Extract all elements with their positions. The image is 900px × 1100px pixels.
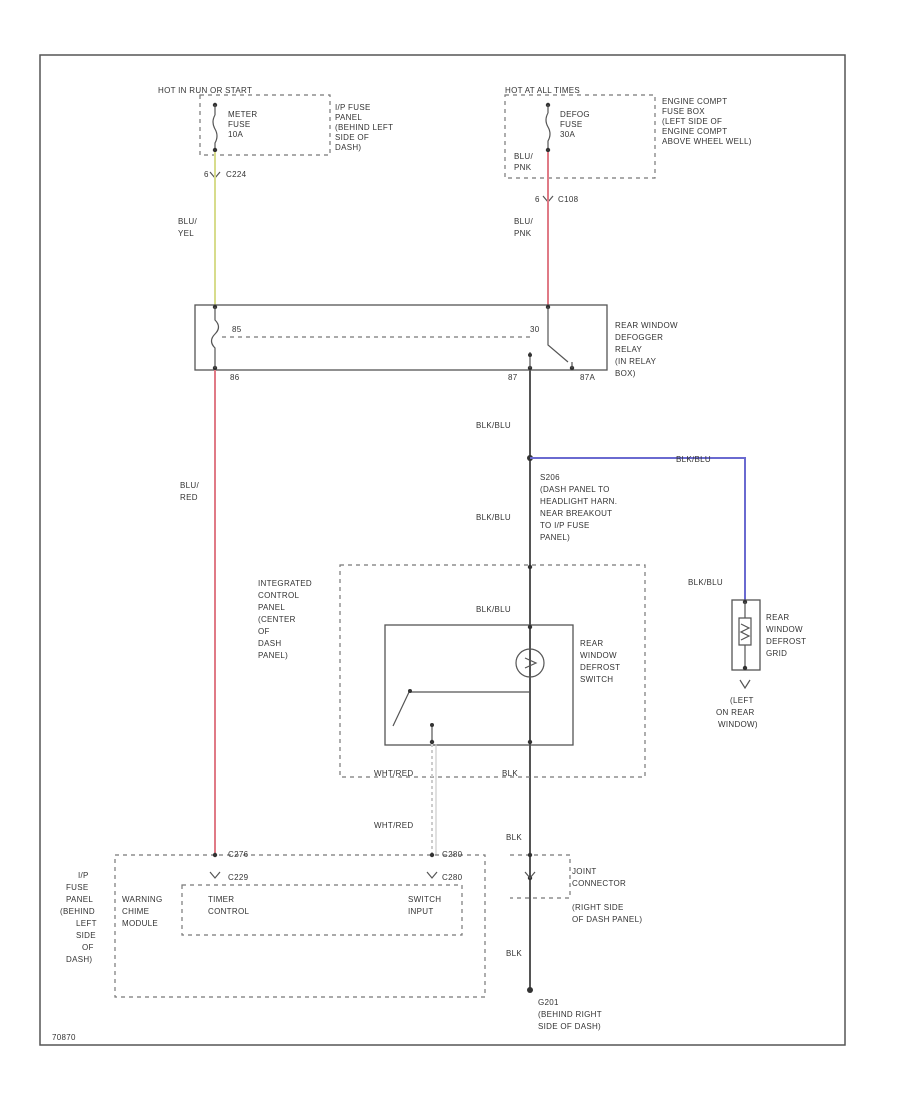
relay-name: REAR WINDOW DEFOGGER RELAY (IN RELAY BOX…	[615, 321, 680, 378]
blk-label-1: BLK	[502, 769, 518, 778]
relay-pin-30: 30	[530, 325, 540, 334]
splice-s206-label: S206 (DASH PANEL TO HEADLIGHT HARN. NEAR…	[540, 473, 620, 542]
blu-pnk-label-top: BLU/ PNK	[514, 152, 536, 172]
wht-red-label-2: WHT/RED	[374, 821, 413, 830]
ground-g201-label: G201 (BEHIND RIGHT SIDE OF DASH)	[538, 998, 604, 1031]
blk-blu-label-2: BLK/BLU	[676, 455, 711, 464]
hot-all-times-label: HOT AT ALL TIMES	[505, 86, 580, 95]
blk-blu-label-1: BLK/BLU	[476, 421, 511, 430]
defrost-grid-label: REAR WINDOW DEFROST GRID	[766, 613, 809, 658]
pin-6-right: 6	[535, 195, 540, 204]
engine-fuse-box-location: ENGINE COMPT FUSE BOX (LEFT SIDE OF ENGI…	[662, 97, 752, 146]
hot-run-start-label: HOT IN RUN OR START	[158, 86, 252, 95]
integrated-control-panel-border	[339, 564, 646, 778]
ip-fuse-panel-location-2: I/P FUSE PANEL (BEHIND LEFT SIDE OF DASH…	[60, 871, 99, 964]
defrost-switch-label: REAR WINDOW DEFROST SWITCH	[580, 639, 623, 684]
relay-pin-86: 86	[230, 373, 240, 382]
relay-pin-87a: 87A	[580, 373, 595, 382]
defogger-relay: 85 30 86 87 87A REAR WINDOW DEFOGGER REL…	[194, 304, 680, 382]
connector-c108: C108	[558, 195, 579, 204]
timer-control-label: TIMER CONTROL	[208, 895, 249, 916]
blk-label-3: BLK	[506, 949, 522, 958]
joint-connector-location: (RIGHT SIDE OF DASH PANEL)	[572, 903, 642, 924]
blk-label-2: BLK	[506, 833, 522, 842]
blu-red-label: BLU/ RED	[180, 481, 202, 502]
blk-blu-label-4: BLK/BLU	[476, 605, 511, 614]
warning-chime-label: WARNING CHIME MODULE	[122, 895, 165, 928]
connector-c229: C229	[228, 873, 249, 882]
blu-pnk-label: BLU/ PNK	[514, 217, 536, 238]
integrated-control-panel-label: INTEGRATED CONTROL PANEL (CENTER OF DASH…	[258, 579, 315, 660]
pin-6-left: 6	[204, 170, 209, 179]
rear-window-defrost-switch: REAR WINDOW DEFROST SWITCH	[384, 624, 623, 746]
warning-chime-module: C276 C229 C280 C280 I/P FUSE PANEL (BEHI…	[60, 850, 486, 998]
wire-blk-blu-to-grid	[530, 457, 746, 600]
ip-fuse-panel-location: I/P FUSE PANEL (BEHIND LEFT SIDE OF DASH…	[335, 103, 396, 152]
defog-fuse-label: DEFOG FUSE 30A	[560, 110, 592, 139]
connector-c280-bottom: C280	[442, 873, 463, 882]
blk-blu-label-5: BLK/BLU	[688, 578, 723, 587]
relay-pin-87: 87	[508, 373, 518, 382]
switch-input-label: SWITCH INPUT	[408, 895, 444, 916]
blk-blu-label-3: BLK/BLU	[476, 513, 511, 522]
joint-connector-label: JOINT CONNECTOR	[572, 867, 626, 888]
wht-red-label-1: WHT/RED	[374, 769, 413, 778]
meter-fuse-label: METER FUSE 10A	[228, 110, 260, 139]
joint-connector: JOINT CONNECTOR (RIGHT SIDE OF DASH PANE…	[510, 852, 642, 924]
relay-pin-85: 85	[232, 325, 242, 334]
diagram-frame	[39, 54, 846, 1046]
connector-c280-top: C280	[442, 850, 463, 859]
ground-g201: G201 (BEHIND RIGHT SIDE OF DASH)	[527, 987, 604, 1031]
connector-c276: C276	[228, 850, 249, 859]
connector-c224: C224	[226, 170, 247, 179]
meter-fuse-group: HOT IN RUN OR START METER FUSE 10A I/P F…	[158, 86, 396, 238]
grid-location-label: (LEFT ON REAR WINDOW)	[716, 696, 758, 729]
rear-window-defrost-grid: BLK/BLU REAR WINDOW DEFROST GRID (LEFT O…	[688, 578, 809, 729]
defog-fuse-group: HOT AT ALL TIMES DEFOG FUSE 30A ENGINE C…	[504, 86, 752, 238]
figure-id: 70870	[52, 1033, 76, 1042]
blu-yel-label: BLU/ YEL	[178, 217, 200, 238]
